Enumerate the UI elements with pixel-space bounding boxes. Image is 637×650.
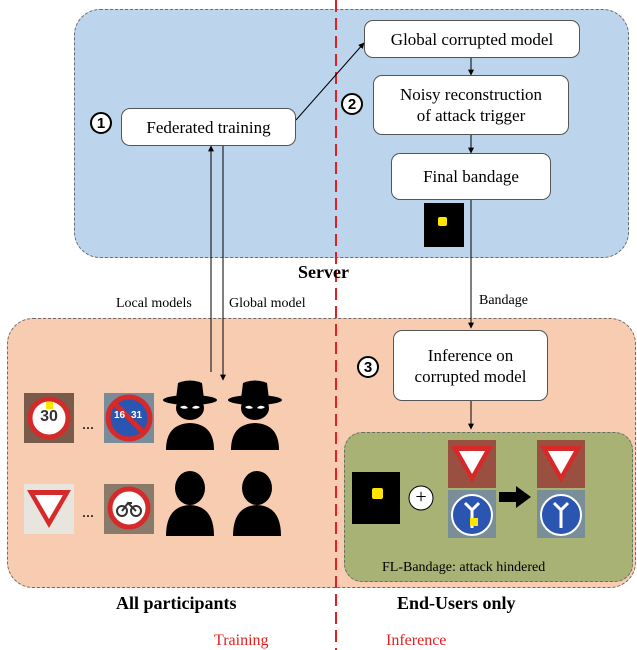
ellipsis-row1: ... xyxy=(82,416,94,433)
federated-training-box: Federated training xyxy=(121,108,296,146)
final-bandage-box: Final bandage xyxy=(391,153,551,200)
plus-icon xyxy=(408,485,434,511)
inference-label: Inference xyxy=(386,632,447,649)
plus-text: + xyxy=(415,486,427,508)
global-corrupted-model-box: Global corrupted model xyxy=(364,20,580,58)
participant-icon xyxy=(166,471,214,536)
participant-icon xyxy=(233,471,281,536)
no-parking-sign-image: 16 31 xyxy=(104,393,154,443)
direction-sign-output-image xyxy=(537,490,585,538)
yield-sign-input-image xyxy=(448,440,496,488)
local-models-label: Local models xyxy=(116,296,192,311)
no-bicycle-sign-image xyxy=(104,484,154,534)
global-model-label: Global model xyxy=(229,296,306,311)
server-label: Server xyxy=(298,262,349,282)
fl-bandage-label: FL-Bandage: attack hindered xyxy=(382,560,546,575)
step-3-badge: 3 xyxy=(357,356,379,378)
sign-16-text: 16 xyxy=(114,410,126,421)
step-2-badge: 2 xyxy=(341,93,363,115)
attacker-icon xyxy=(163,380,217,450)
sign-30-text: 30 xyxy=(40,408,58,425)
inference-box: Inference on corrupted model xyxy=(393,330,548,401)
noisy-reconstruction-box: Noisy reconstruction of attack trigger xyxy=(373,75,569,135)
bandage-patch-image xyxy=(352,472,400,524)
step-1-badge: 1 xyxy=(90,112,112,134)
trigger-patch-image xyxy=(424,203,464,247)
all-participants-label: All participants xyxy=(116,593,237,613)
yield-sign-output-image xyxy=(537,440,585,488)
direction-sign-triggered-image xyxy=(448,490,496,538)
yield-sign-image xyxy=(24,484,74,534)
ellipsis-row2: ... xyxy=(82,504,94,521)
speed-limit-30-sign-image: 30 xyxy=(24,393,74,443)
training-label: Training xyxy=(214,632,269,649)
sign-31-text: 31 xyxy=(131,410,143,421)
training-inference-divider xyxy=(335,0,337,650)
bandage-label: Bandage xyxy=(479,293,528,308)
attacker-icon xyxy=(228,380,282,450)
end-users-label: End-Users only xyxy=(397,593,516,613)
